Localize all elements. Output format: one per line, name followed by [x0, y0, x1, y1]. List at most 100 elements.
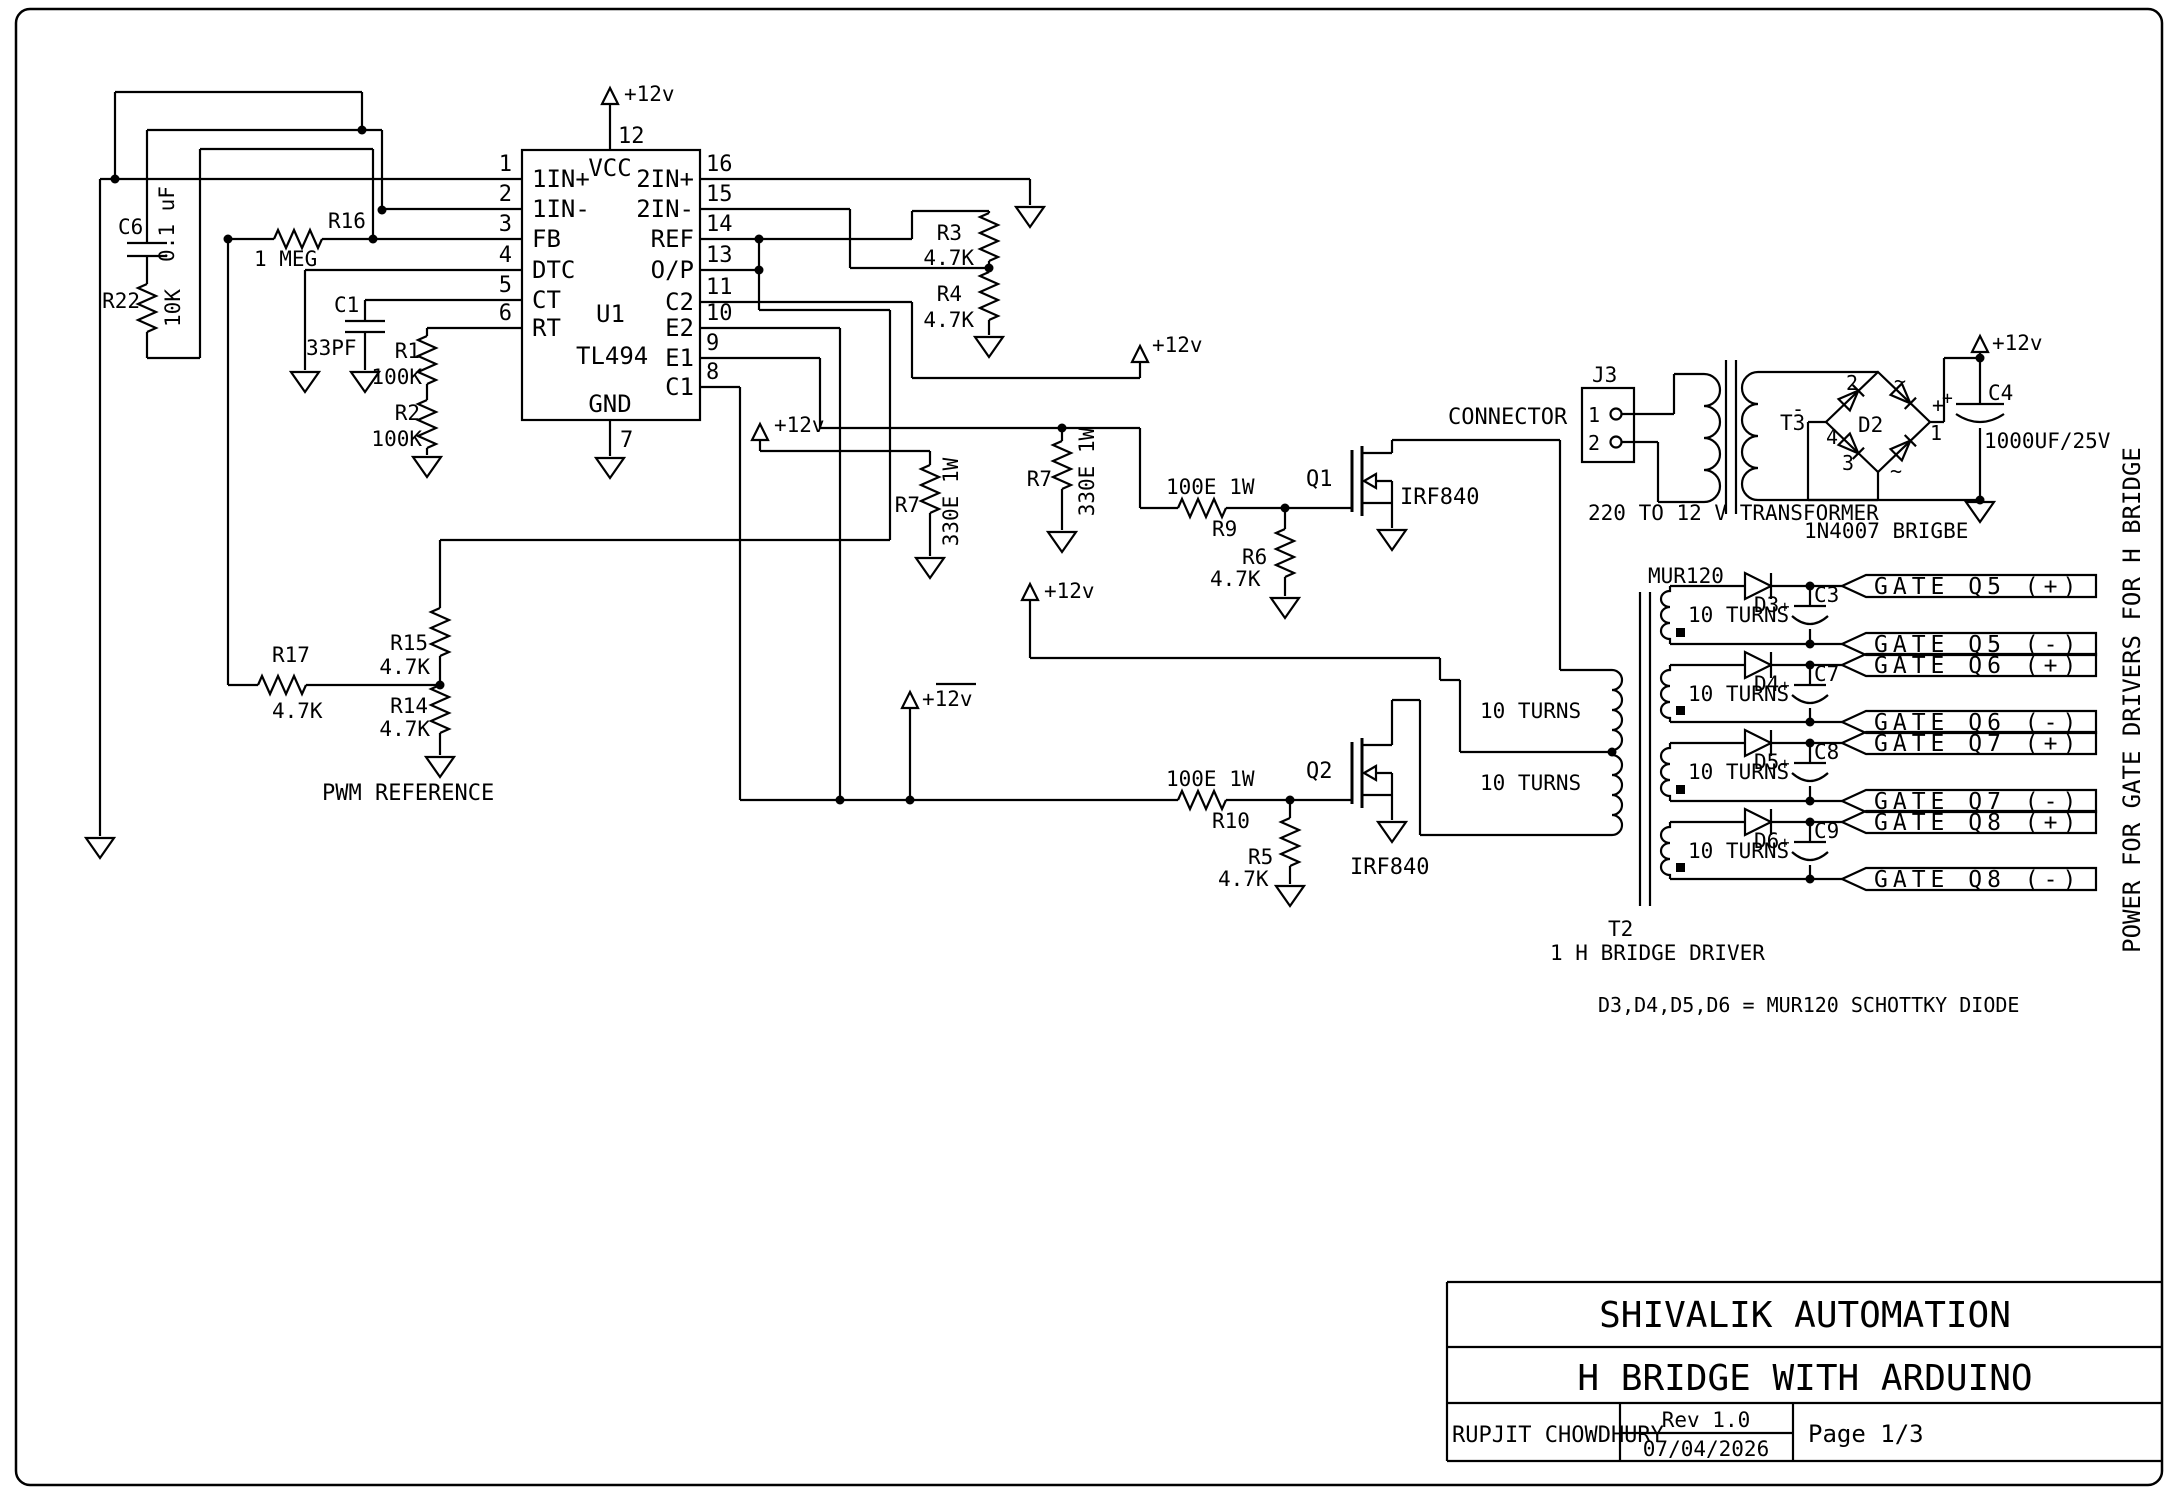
revision: Rev 1.0	[1662, 1408, 1751, 1432]
t3-ref: T3	[1780, 411, 1805, 435]
ic-pin-num-2: 2	[499, 182, 512, 207]
resistor-r17: R17 4.7K	[256, 643, 323, 723]
c4-plus: +	[1942, 388, 1953, 409]
r22-value: 10K	[161, 289, 185, 327]
p12v-arrow-c4: +12v	[1970, 331, 2043, 355]
mosfet-q2: Q2 IRF840	[1306, 698, 1612, 880]
transformer-t3: T3 220 TO 12 V TRANSFORMER	[1588, 360, 1879, 525]
r16-value: 1 MEG	[254, 247, 317, 271]
ic-pin-c1: C1	[665, 373, 694, 401]
q2-part: IRF840	[1350, 855, 1429, 880]
gate-winding-q8: D6 10 TURNS C9 + GATE Q8 (+) GATE Q8 (-)	[1659, 807, 2098, 893]
svg-text:+12v: +12v	[1044, 579, 1095, 603]
ic-pin-num-16: 16	[706, 152, 733, 177]
page-border	[14, 7, 2164, 1487]
q1-body-arrow-icon	[1361, 472, 1378, 490]
r2-ref: R2	[395, 401, 420, 425]
page-number: Page 1/3	[1808, 1420, 1924, 1448]
w2-turns: 10 TURNS	[1688, 682, 1789, 706]
net-flag-gate-q8-minus	[1839, 866, 2098, 892]
c9-plus: +	[1780, 833, 1790, 852]
ic-pin-num-11: 11	[706, 275, 733, 300]
ic-pin-e2: E2	[665, 314, 694, 342]
r15-ref: R15	[390, 631, 428, 655]
winding-polarity-dot	[1676, 706, 1685, 715]
ic-pin-fb: FB	[532, 225, 561, 253]
r22-ref: R22	[102, 289, 140, 313]
c6-value: 0.1 uF	[155, 186, 179, 262]
ic-pin-num-9: 9	[706, 331, 719, 356]
t3-caption: 220 TO 12 V TRANSFORMER	[1588, 501, 1879, 525]
cap-c9-icon	[1791, 822, 1829, 879]
ic-pin-num-8: 8	[706, 360, 719, 385]
ic-pin-num-5: 5	[499, 273, 512, 298]
resistor-r6: R6 4.7K	[1210, 527, 1296, 591]
c3-ref: C3	[1814, 583, 1839, 607]
side-note: POWER FOR GATE DRIVERS FOR H BRIDGE	[2118, 447, 2146, 953]
d2-pin-bottom: 3	[1842, 451, 1854, 475]
t2-caption: 1 H BRIDGE DRIVER	[1550, 941, 1765, 965]
ic-pin-1in+: 1IN+	[532, 165, 590, 193]
ic-pin-e1: E1	[665, 344, 694, 372]
ic-vcc-pin-number: 12	[618, 124, 645, 149]
r4-value: 4.7K	[923, 308, 974, 332]
r5-ref: R5	[1248, 845, 1273, 869]
r3-value: 4.7K	[923, 246, 974, 270]
j3-pin1: 1	[1588, 403, 1600, 427]
ic-pin-num-10: 10	[706, 301, 733, 326]
net-flag-gate-q8-plus	[1839, 809, 2098, 835]
mosfet-q1: Q1 IRF840	[1306, 438, 1612, 672]
diode-d6-icon	[1743, 807, 1774, 837]
bridge-note: 1N4007 BRIGBE	[1804, 519, 1968, 543]
diode-d4-icon	[1743, 650, 1774, 680]
r7a-ref: R7	[895, 493, 920, 517]
resistor-r10: 100E 1W R10	[1166, 767, 1255, 833]
r6-ref: R6	[1242, 545, 1267, 569]
r15-value: 4.7K	[379, 655, 430, 679]
ic-pin-num-3: 3	[499, 212, 512, 237]
junction-dots	[110, 125, 1985, 884]
ic-pin-1in-: 1IN-	[532, 195, 590, 223]
r17-value: 4.7K	[272, 699, 323, 723]
d2-pin-top: 2	[1846, 371, 1858, 395]
q1-ref: Q1	[1306, 467, 1333, 492]
mur120-label: MUR120	[1648, 564, 1724, 588]
gate-q8-plus-label: GATE Q8 (+)	[1874, 810, 2081, 836]
q2-ref: Q2	[1306, 759, 1333, 784]
d6-ref: D6	[1754, 829, 1779, 853]
d2-pin-left: 4	[1826, 425, 1838, 449]
svg-text:+12v: +12v	[774, 413, 825, 437]
capacitor-c1: C1 33PF	[306, 293, 385, 360]
r1-ref: R1	[395, 339, 420, 363]
t2-primary1-turns: 10 TURNS	[1480, 699, 1581, 723]
ic-vcc-label: VCC	[588, 154, 631, 182]
ic-pin-num-6: 6	[499, 301, 512, 326]
p12v-arrow-c2: +12v	[1130, 333, 1203, 364]
c8-plus: +	[1780, 754, 1790, 773]
d2-ac-bottom: ~	[1890, 459, 1902, 483]
winding-polarity-dot	[1676, 785, 1685, 794]
r4-ref: R4	[937, 282, 962, 306]
svg-text:+12v: +12v	[1152, 333, 1203, 357]
svg-text:+12v: +12v	[922, 687, 973, 711]
r17-ref: R17	[272, 643, 310, 667]
author-name: RUPJIT CHOWDHURY	[1452, 1423, 1664, 1448]
net-flag-gate-q6-minus	[1839, 709, 2098, 735]
r10-value: 100E 1W	[1166, 767, 1255, 791]
resistor-r3: R3 4.7K	[923, 211, 1000, 270]
ic-pin-2in-: 2IN-	[636, 195, 694, 223]
company-name: SHIVALIK AUTOMATION	[1599, 1295, 2011, 1336]
gate-q5-plus-label: GATE Q5 (+)	[1874, 574, 2081, 600]
wires-left-network	[98, 90, 892, 836]
ic-pin-num-4: 4	[499, 243, 512, 268]
resistor-r2: R2 100K	[371, 398, 438, 451]
cap-c7-icon	[1791, 665, 1829, 722]
c4-ref: C4	[1988, 381, 2013, 405]
sheet-title: H BRIDGE WITH ARDUINO	[1577, 1358, 2032, 1399]
d2-ref: D2	[1858, 413, 1883, 437]
d2-pin-right: 1	[1930, 421, 1942, 445]
r16-ref: R16	[328, 209, 366, 233]
winding-polarity-dot	[1676, 628, 1685, 637]
r1-value: 100K	[371, 365, 422, 389]
